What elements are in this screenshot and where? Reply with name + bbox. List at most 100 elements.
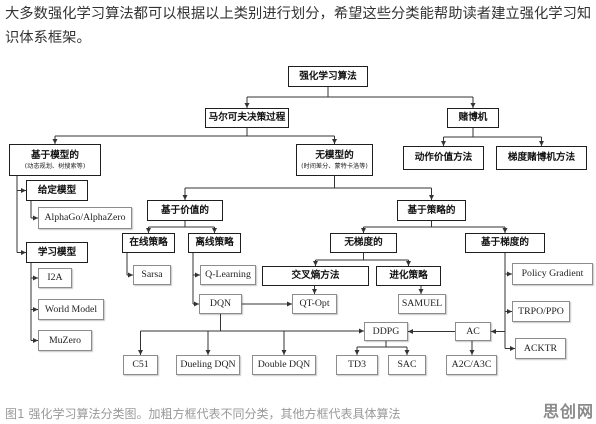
edges-gradient-based — [491, 253, 515, 351]
algo-dqn: DQN — [199, 294, 242, 314]
node-note: (动态规划、树搜索等) — [24, 162, 86, 170]
algo-c51: C51 — [123, 355, 158, 375]
algo-label: Policy Gradient — [521, 268, 584, 280]
node-learned-model: 学习模型 — [26, 242, 88, 263]
algo-sarsa: Sarsa — [133, 265, 171, 285]
node-label: 梯度赌博机方法 — [507, 152, 576, 164]
edges-root — [244, 87, 476, 108]
node-note: (时间差分、蒙特卡洛等) — [301, 162, 368, 170]
algo-ac: AC — [455, 322, 491, 341]
edges-ac — [408, 329, 475, 355]
algo-label: DQN — [209, 298, 232, 310]
node-rl-algorithms: 强化学习算法 — [288, 66, 368, 87]
algo-policy-gradient: Policy Gradient — [512, 263, 593, 285]
algo-q-learning: Q-Learning — [200, 265, 256, 285]
node-label: 马尔可夫决策过程 — [208, 112, 286, 124]
node-label: 无梯度的 — [344, 237, 383, 249]
algo-label: ACKTR — [523, 342, 558, 354]
algo-label: Double DQN — [257, 359, 311, 371]
edges-gradient-free — [313, 253, 411, 266]
edges-learned-model — [30, 263, 38, 343]
node-label: 给定模型 — [37, 184, 77, 196]
algo-double-dqn: Double DQN — [252, 355, 316, 375]
site-watermark: 思创网 — [543, 402, 595, 421]
algo-label: QT-Opt — [299, 298, 330, 310]
algo-label: Q-Learning — [205, 269, 251, 281]
node-value-based: 基于价值的 — [147, 200, 223, 221]
node-label: 赌博机 — [458, 112, 488, 124]
edges-policy-based — [361, 221, 508, 233]
algo-label: World Model — [44, 303, 98, 315]
node-label: 在线策略 — [129, 237, 168, 249]
node-label: 基于模型的 — [31, 149, 79, 161]
algo-acktr: ACKTR — [515, 338, 566, 359]
algo-label: TRPO/PPO — [518, 305, 564, 317]
algo-alphago: AlphaGo/AlphaZero — [38, 207, 132, 229]
algo-trpo-ppo: TRPO/PPO — [512, 301, 570, 322]
node-label: 交叉熵方法 — [291, 270, 340, 282]
edges-off-policy — [192, 253, 200, 307]
edges-bandit — [441, 128, 544, 146]
node-gradient-bandit: 梯度赌博机方法 — [496, 146, 587, 170]
node-mdp: 马尔可夫决策过程 — [205, 108, 289, 128]
intro-paragraph: 大多数强化学习算法都可以根据以上类别进行划分，希望这些分类能帮助读者建立强化学习… — [5, 2, 595, 50]
algo-label: SAMUEL — [401, 298, 443, 310]
algo-label: SAC — [397, 359, 417, 371]
node-model-free: 无模型的 (时间差分、蒙特卡洛等) — [296, 144, 373, 176]
edges-given-model — [30, 201, 38, 221]
edges-cross-entropy-evolution — [312, 286, 424, 294]
node-policy-based: 基于策略的 — [397, 200, 466, 221]
node-label: 基于梯度的 — [481, 237, 529, 249]
algo-label: A2C/A3C — [451, 359, 492, 371]
algo-label: Dueling DQN — [180, 359, 236, 371]
node-gradient-free: 无梯度的 — [330, 233, 397, 253]
algo-label: AC — [466, 325, 480, 337]
node-evolution-strategy: 进化策略 — [376, 266, 441, 286]
node-gradient-based: 基于梯度的 — [465, 233, 545, 253]
node-action-value: 动作价值方法 — [403, 146, 484, 170]
node-label: 动作价值方法 — [414, 152, 473, 164]
node-label: 进化策略 — [389, 270, 428, 282]
algo-label: Sarsa — [141, 269, 163, 281]
node-label: 无模型的 — [315, 149, 354, 161]
algo-label: MuZero — [48, 334, 82, 346]
edges-value-based — [146, 221, 217, 233]
algo-label: TD3 — [348, 359, 366, 371]
edges-model-based — [16, 176, 26, 255]
algo-ddpg: DDPG — [364, 322, 408, 341]
node-model-based: 基于模型的 (动态规划、树搜索等) — [9, 144, 101, 176]
node-given-model: 给定模型 — [26, 180, 88, 201]
intro-line: 识体系框架。 — [5, 30, 91, 46]
edges-ddpg — [354, 341, 410, 355]
node-label: 基于策略的 — [407, 204, 456, 216]
edges-model-free — [182, 176, 434, 200]
algo-qt-opt: QT-Opt — [292, 294, 337, 314]
node-label: 基于价值的 — [161, 204, 209, 216]
algo-dueling-dqn: Dueling DQN — [176, 355, 240, 375]
algo-i2a: I2A — [38, 268, 72, 288]
node-bandit: 赌博机 — [447, 108, 499, 128]
algo-samuel: SAMUEL — [398, 294, 446, 314]
algo-muzero: MuZero — [38, 330, 92, 351]
edges-dqn — [138, 301, 364, 355]
node-off-policy: 离线策略 — [188, 233, 241, 253]
algo-a2c-a3c: A2C/A3C — [446, 355, 497, 375]
node-label: 学习模型 — [37, 246, 77, 258]
figure-caption: 图1 强化学习算法分类图。加粗方框代表不同分类，其他方框代表具体算法 — [5, 407, 401, 421]
algo-label: DDPG — [372, 325, 400, 337]
node-cross-entropy: 交叉熵方法 — [262, 266, 369, 286]
algo-label: I2A — [47, 272, 63, 284]
node-on-policy: 在线策略 — [122, 233, 175, 253]
algo-td3: TD3 — [336, 355, 378, 375]
algo-label: C51 — [132, 359, 149, 371]
intro-line: 大多数强化学习算法都可以根据以上类别进行划分，希望这些分类能帮助读者建立强化学习… — [5, 6, 592, 22]
algo-label: AlphaGo/AlphaZero — [44, 212, 126, 224]
node-label: 离线策略 — [195, 237, 234, 249]
node-label: 强化学习算法 — [299, 70, 357, 82]
algo-world-model: World Model — [38, 299, 104, 320]
edges-on-policy — [126, 253, 133, 278]
algo-sac: SAC — [388, 355, 426, 375]
edges-mdp — [52, 128, 337, 144]
